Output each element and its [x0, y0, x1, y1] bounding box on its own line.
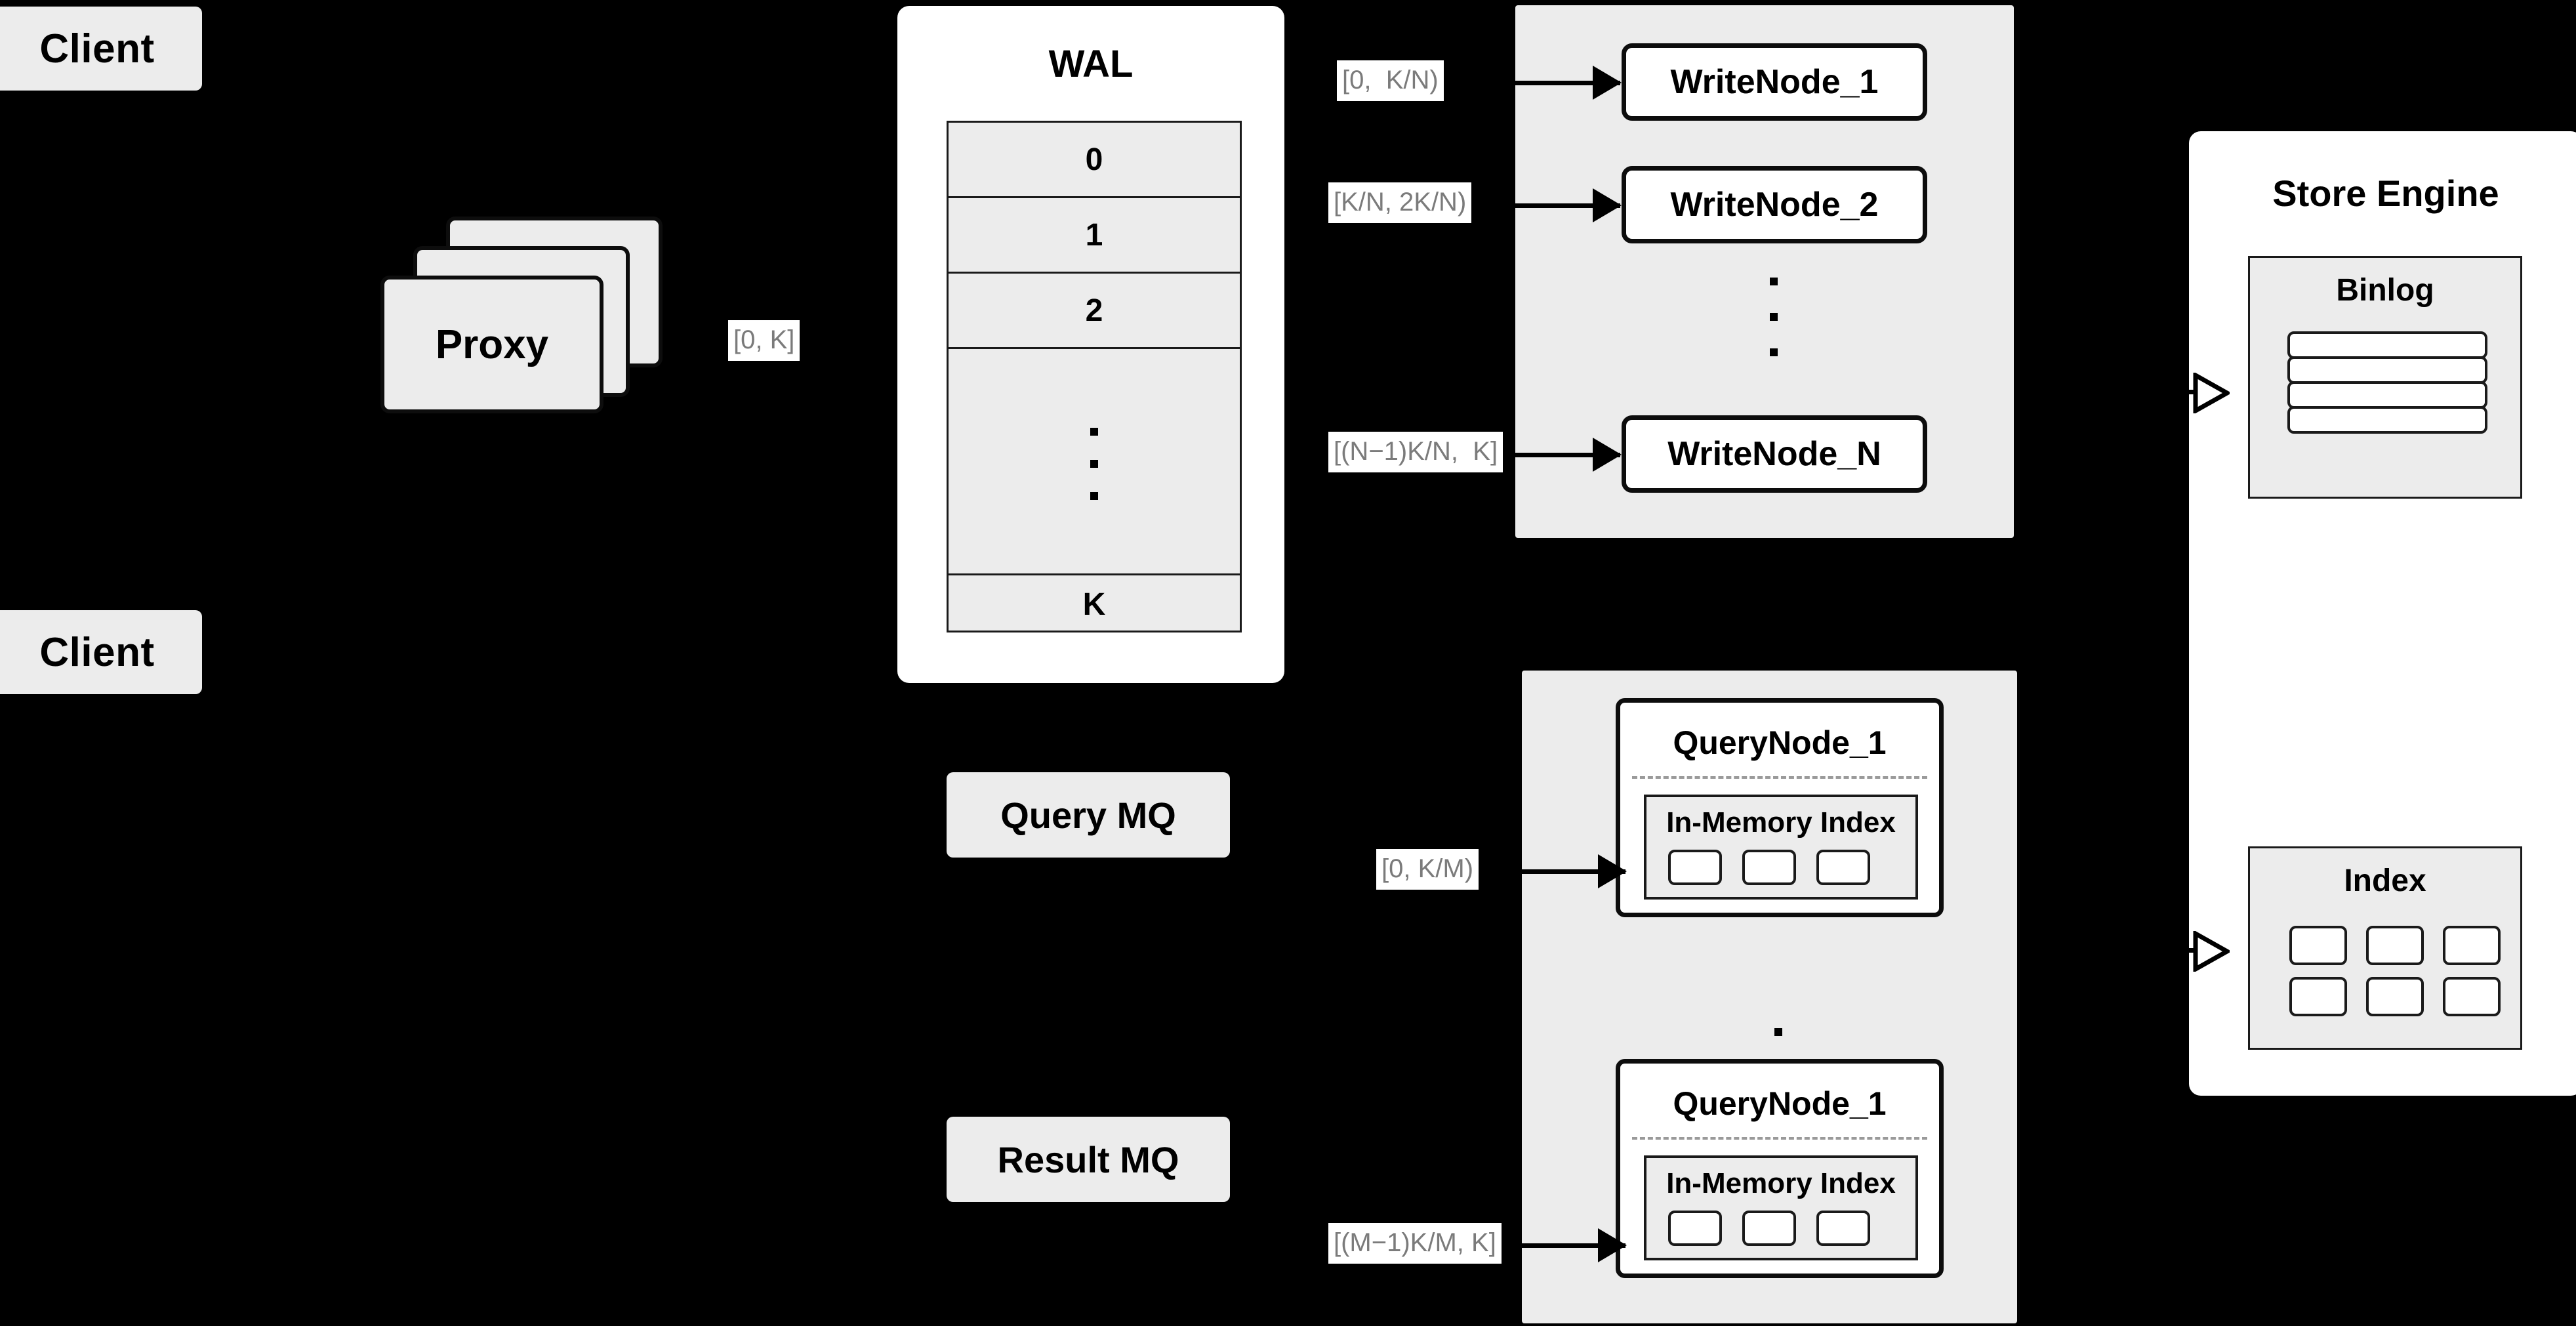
query-node-1[interactable]: QueryNode_1 In-Memory Index — [1616, 698, 1944, 917]
wal-row-ellipsis — [949, 349, 1240, 575]
store-engine-panel: Store Engine Binlog Index — [2189, 131, 2576, 1096]
index-title: Index — [2344, 863, 2426, 898]
binlog-row — [2287, 406, 2487, 434]
query-node-1-range-label: [0, K/M) — [1376, 849, 1479, 890]
wal-panel: WAL 0 1 2 K — [897, 6, 1284, 683]
binlog-row — [2287, 381, 2487, 409]
index-block-cell — [2366, 977, 2424, 1016]
query-node-2-title: QueryNode_1 — [1673, 1085, 1887, 1122]
wal-row-1: 1 — [949, 198, 1240, 274]
write-node-2-label: WriteNode_2 — [1670, 186, 1879, 224]
result-mq-node[interactable]: Result MQ — [947, 1117, 1230, 1202]
query-node-2[interactable]: QueryNode_1 In-Memory Index — [1616, 1059, 1944, 1278]
query-node-1-index-title: In-Memory Index — [1666, 806, 1896, 839]
client-node-1[interactable]: Client — [0, 7, 202, 91]
index-inflow-line — [2168, 948, 2196, 953]
proxy-label: Proxy — [435, 321, 549, 367]
query-node-2-index-title: In-Memory Index — [1666, 1167, 1896, 1199]
wal-row-k: K — [1082, 587, 1106, 622]
index-segment-cell — [1668, 850, 1722, 885]
query-node-2-range-label: [(M−1)K/M, K] — [1328, 1223, 1502, 1264]
binlog-row — [2287, 331, 2487, 359]
index-segment-cell — [1742, 1211, 1796, 1246]
binlog-row — [2287, 356, 2487, 384]
proxy-range-label: [0, K] — [728, 320, 800, 361]
vertical-ellipsis-icon — [1090, 428, 1098, 500]
query-arrow-1-line — [1522, 869, 1625, 874]
index-block-cell — [2443, 926, 2501, 965]
index-block-cell — [2443, 977, 2501, 1016]
write-arrow-n-line — [1515, 453, 1620, 457]
write-node-1-range-label: [0, K/N) — [1337, 60, 1444, 101]
query-node-2-in-memory-index: In-Memory Index — [1644, 1155, 1918, 1260]
query-arrow-2-line — [1522, 1243, 1625, 1248]
index-section: Index — [2248, 846, 2522, 1050]
wal-row-0: 0 — [949, 123, 1240, 198]
index-block-cell — [2289, 926, 2347, 965]
client-node-1-label: Client — [39, 26, 155, 72]
index-segment-cell — [1816, 850, 1870, 885]
client-node-2[interactable]: Client — [0, 610, 202, 694]
query-mq-label: Query MQ — [1000, 794, 1176, 836]
wal-table: 0 1 2 K — [947, 121, 1242, 632]
query-arrow-1-head — [1598, 854, 1627, 888]
proxy-stack[interactable]: Proxy — [380, 217, 676, 433]
query-mq-node[interactable]: Query MQ — [947, 772, 1230, 858]
wal-title: WAL — [1048, 43, 1134, 85]
wal-row-2: 2 — [949, 274, 1240, 349]
write-arrow-n-head — [1593, 438, 1622, 472]
query-arrow-2-head — [1598, 1228, 1627, 1262]
write-cluster-ellipsis-icon — [1770, 278, 1778, 356]
binlog-section: Binlog — [2248, 256, 2522, 499]
query-node-1-divider — [1632, 776, 1927, 779]
write-arrow-2-head — [1593, 188, 1622, 222]
binlog-title: Binlog — [2336, 273, 2434, 308]
write-node-n-label: WriteNode_N — [1667, 435, 1881, 473]
index-block-cell — [2289, 977, 2347, 1016]
index-block-cell — [2366, 926, 2424, 965]
write-node-2[interactable]: WriteNode_2 — [1622, 166, 1927, 243]
write-arrow-1-line — [1515, 81, 1620, 85]
write-node-1-label: WriteNode_1 — [1670, 63, 1879, 101]
query-node-2-divider — [1632, 1137, 1927, 1140]
query-node-1-in-memory-index: In-Memory Index — [1644, 795, 1918, 900]
index-segment-cell — [1742, 850, 1796, 885]
write-arrow-2-line — [1515, 203, 1620, 208]
write-node-2-range-label: [K/N, 2K/N) — [1328, 182, 1472, 223]
store-engine-title: Store Engine — [2272, 173, 2499, 214]
client-node-2-label: Client — [39, 629, 155, 675]
query-cluster-panel: QueryNode_1 In-Memory Index QueryNode_1 — [1522, 671, 2017, 1323]
result-mq-label: Result MQ — [997, 1138, 1179, 1180]
proxy-card-front[interactable]: Proxy — [380, 276, 603, 413]
write-node-1[interactable]: WriteNode_1 — [1622, 43, 1927, 121]
write-node-n-range-label: [(N−1)K/N, K] — [1328, 432, 1503, 472]
index-segment-cell — [1816, 1211, 1870, 1246]
write-node-n[interactable]: WriteNode_N — [1622, 415, 1927, 493]
binlog-inflow-line — [2168, 390, 2196, 394]
index-segment-cell — [1668, 1211, 1722, 1246]
write-arrow-1-head — [1593, 66, 1622, 100]
query-node-1-title: QueryNode_1 — [1673, 724, 1887, 761]
